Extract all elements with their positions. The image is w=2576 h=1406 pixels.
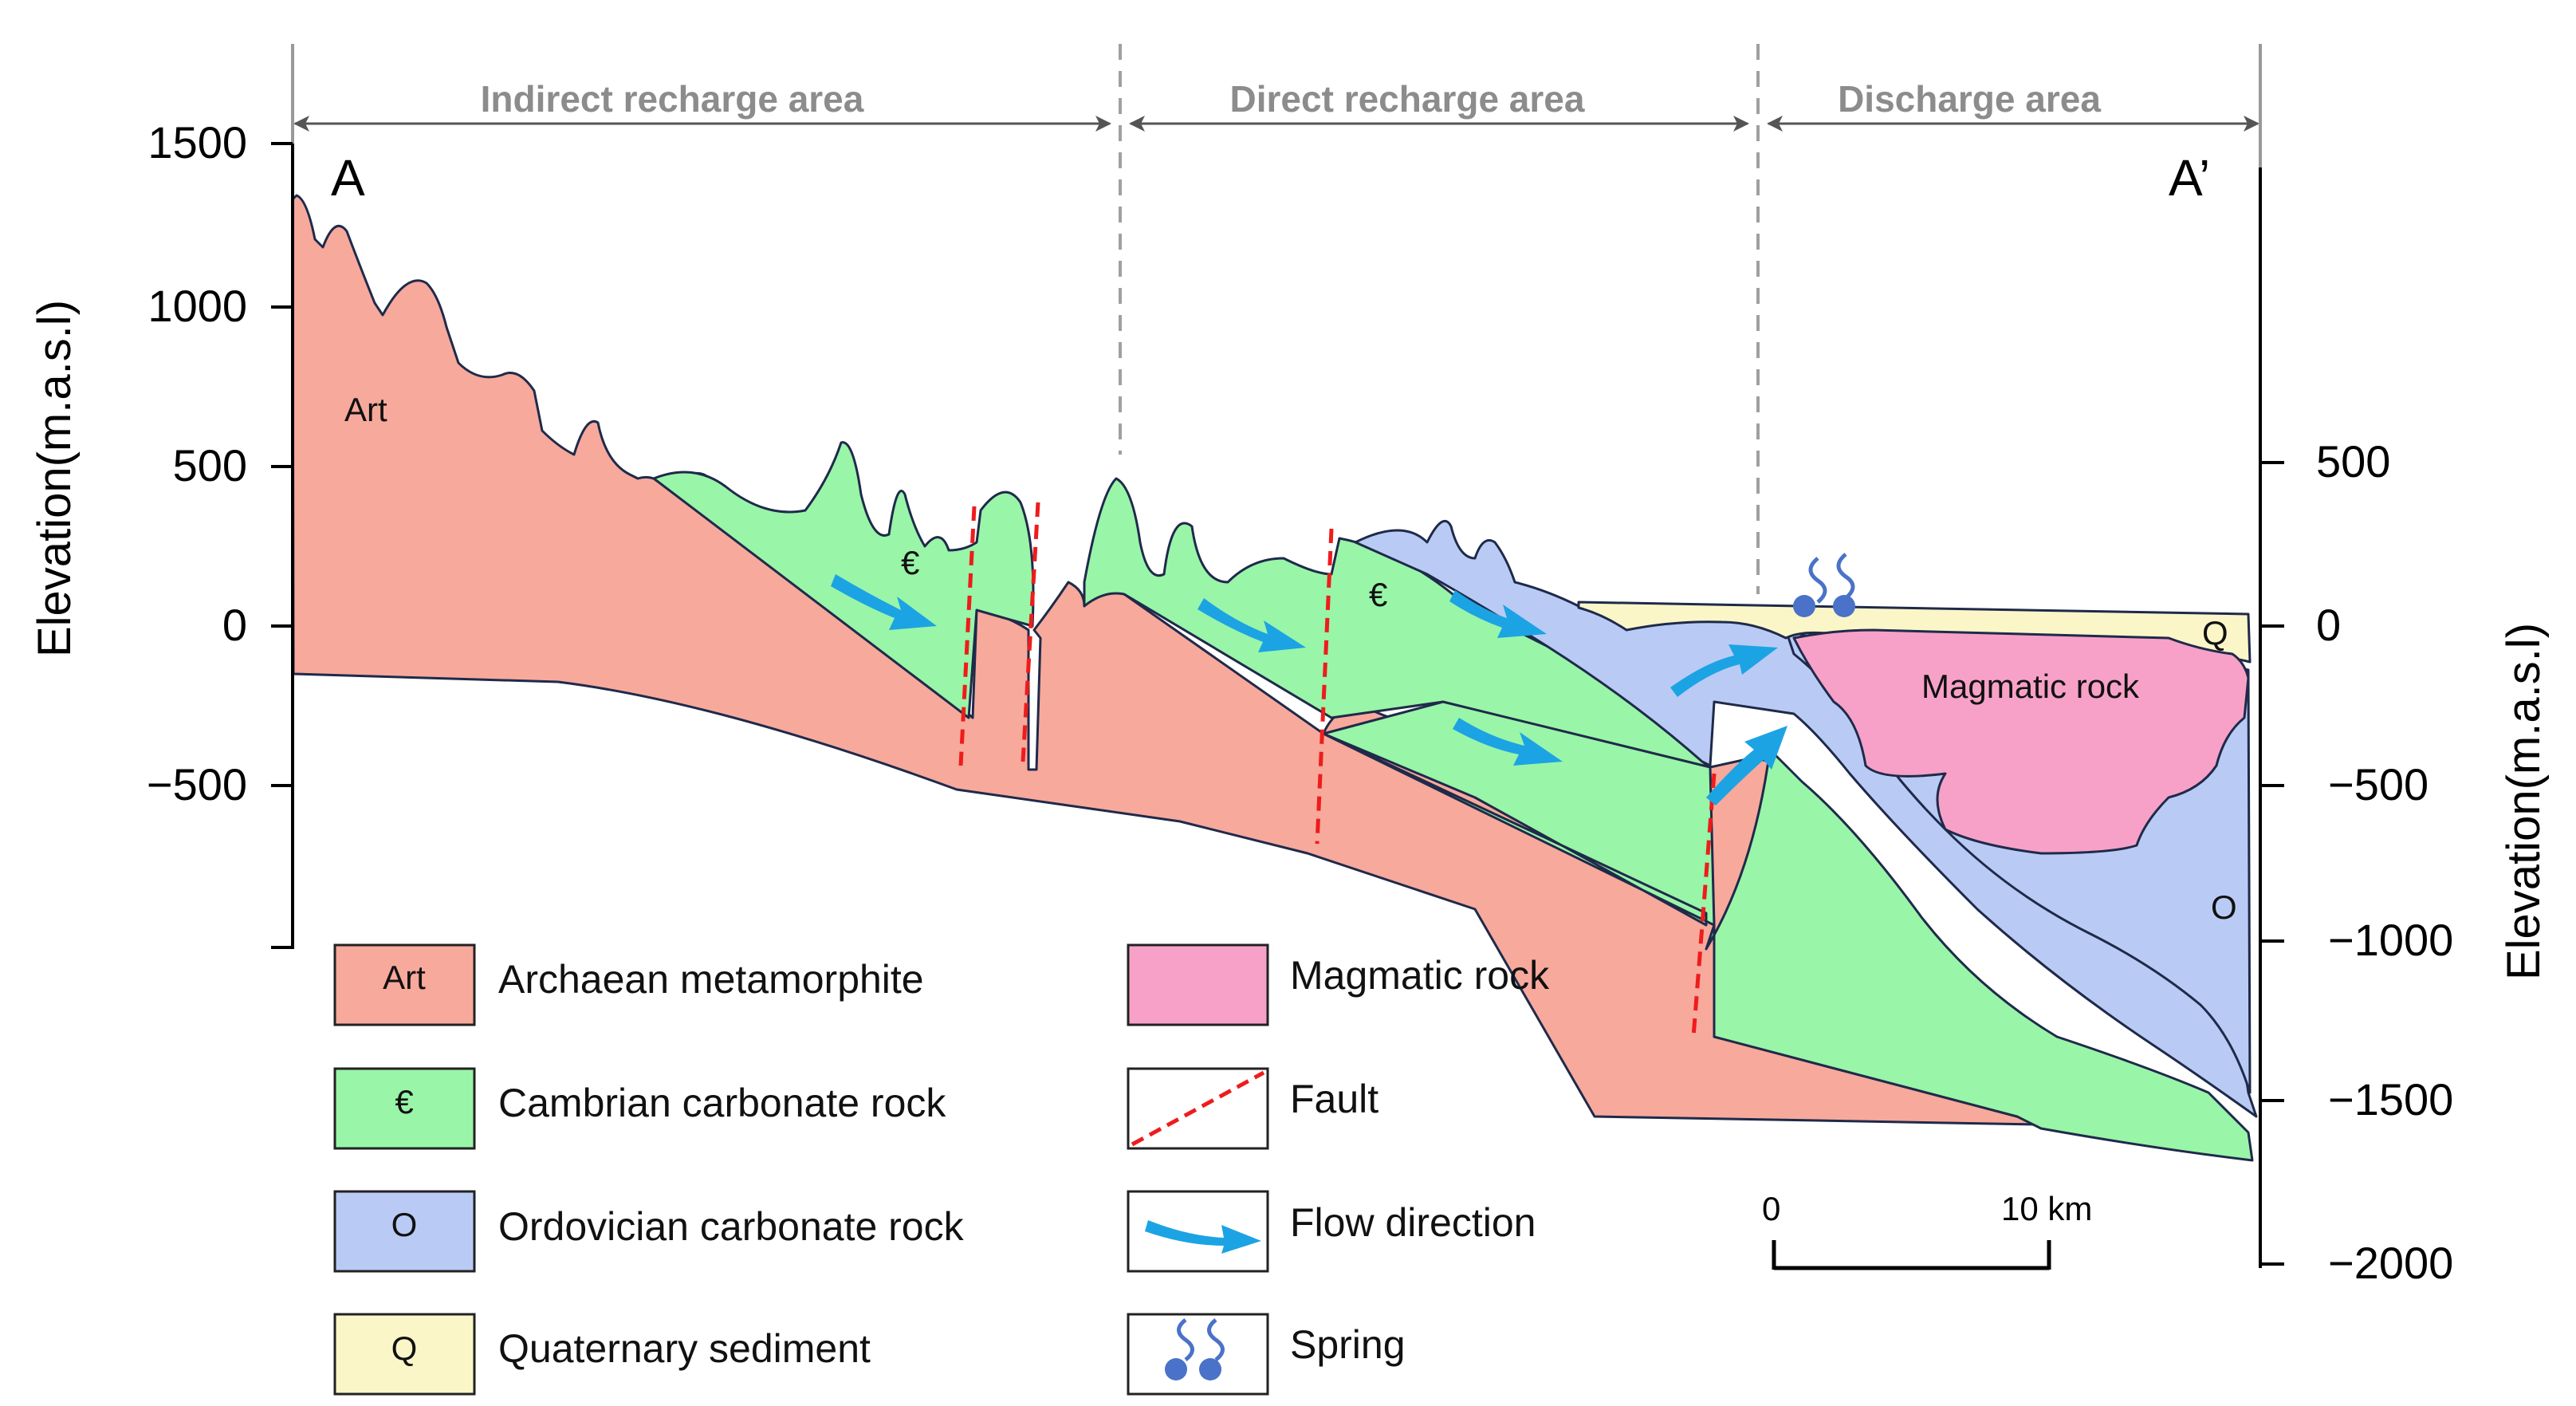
magmatic-swatch xyxy=(1127,943,1269,1026)
right-axis-title: Elevation(m.a.s.l) xyxy=(2498,623,2550,980)
flow-arrow-icon xyxy=(1706,726,1787,805)
left-axis-title: Elevation(m.a.s.l) xyxy=(29,300,81,657)
fault-line-3 xyxy=(1315,528,1334,845)
flow-arrows xyxy=(831,574,1787,805)
legend: Art Archaean metamorphite € Cambrian car… xyxy=(333,943,1550,1396)
legend-code: Q xyxy=(391,1329,418,1367)
spring-icon xyxy=(1833,595,1855,617)
right-tick-label: −1000 xyxy=(2328,915,2453,965)
legend-label: Fault xyxy=(1290,1077,1378,1121)
fault-line-icon xyxy=(1131,1070,1265,1147)
flow-arrow-icon xyxy=(1198,598,1306,652)
flow-arrow-icon xyxy=(1449,590,1547,638)
spring-icon xyxy=(1793,595,1815,617)
left-tick-label: 500 xyxy=(173,440,247,490)
scale-bar xyxy=(1772,1240,2051,1270)
zone-label-direct: Direct recharge area xyxy=(1230,78,1585,120)
spring-icon xyxy=(1165,1358,1187,1380)
legend-label: Cambrian carbonate rock xyxy=(498,1081,946,1125)
flow-arrow-icon xyxy=(1670,644,1778,697)
cambrian-layer-deep xyxy=(1322,700,2254,1162)
left-tick-label: −500 xyxy=(147,759,247,809)
label-cambrian-central: € xyxy=(1369,576,1387,613)
zone-label-discharge: Discharge area xyxy=(1838,78,2101,120)
label-quaternary: Q xyxy=(2202,614,2228,652)
scale-bar-end: 10 km xyxy=(2001,1190,2092,1227)
left-tick-label: 0 xyxy=(222,600,247,650)
label-cambrian-west: € xyxy=(901,544,919,581)
legend-label: Flow direction xyxy=(1290,1200,1536,1245)
flow-arrow-icon xyxy=(1145,1220,1261,1254)
right-tick-label: −2000 xyxy=(2328,1238,2453,1288)
spring-icon xyxy=(1808,553,1855,604)
legend-label: Ordovician carbonate rock xyxy=(498,1204,965,1249)
section-start-label: A xyxy=(331,149,365,207)
cambrian-swatch xyxy=(333,1067,476,1150)
legend-label: Spring xyxy=(1290,1322,1406,1367)
right-tick-label: −500 xyxy=(2328,759,2429,809)
spring-icon xyxy=(1199,1358,1221,1380)
label-ordovician: O xyxy=(2211,888,2237,926)
legend-code: Art xyxy=(383,959,426,996)
legend-label: Magmatic rock xyxy=(1290,953,1550,998)
fault-lines xyxy=(958,502,1717,1038)
spring-icon xyxy=(1177,1318,1225,1361)
right-tick-label: 0 xyxy=(2316,600,2341,650)
legend-code: O xyxy=(391,1206,418,1243)
ordovician-swatch xyxy=(333,1190,476,1273)
springs xyxy=(1793,553,1855,617)
scale-bar-start: 0 xyxy=(1762,1190,1780,1227)
right-axis xyxy=(2259,44,2284,1268)
legend-label: Quaternary sediment xyxy=(498,1326,871,1371)
section-end-label: A’ xyxy=(2169,149,2210,207)
left-axis xyxy=(271,44,294,949)
magmatic-layer xyxy=(1792,628,2250,855)
label-magmatic: Magmatic rock xyxy=(1921,668,2140,705)
legend-label: Archaean metamorphite xyxy=(498,957,924,1002)
flow-arrow-icon xyxy=(1453,718,1563,766)
legend-code: € xyxy=(395,1083,413,1120)
label-archaean: Art xyxy=(344,391,387,428)
left-tick-label: 1500 xyxy=(147,117,247,167)
quaternary-swatch xyxy=(333,1313,476,1396)
zone-label-indirect: Indirect recharge area xyxy=(481,78,864,120)
zone-dividers xyxy=(1119,44,1760,594)
archaean-swatch xyxy=(333,943,476,1026)
left-tick-label: 1000 xyxy=(147,281,247,331)
flow-arrow-icon xyxy=(831,574,937,630)
right-tick-label: −1500 xyxy=(2328,1074,2453,1124)
spring-swatch xyxy=(1127,1313,1269,1396)
right-tick-label: 500 xyxy=(2316,436,2390,486)
